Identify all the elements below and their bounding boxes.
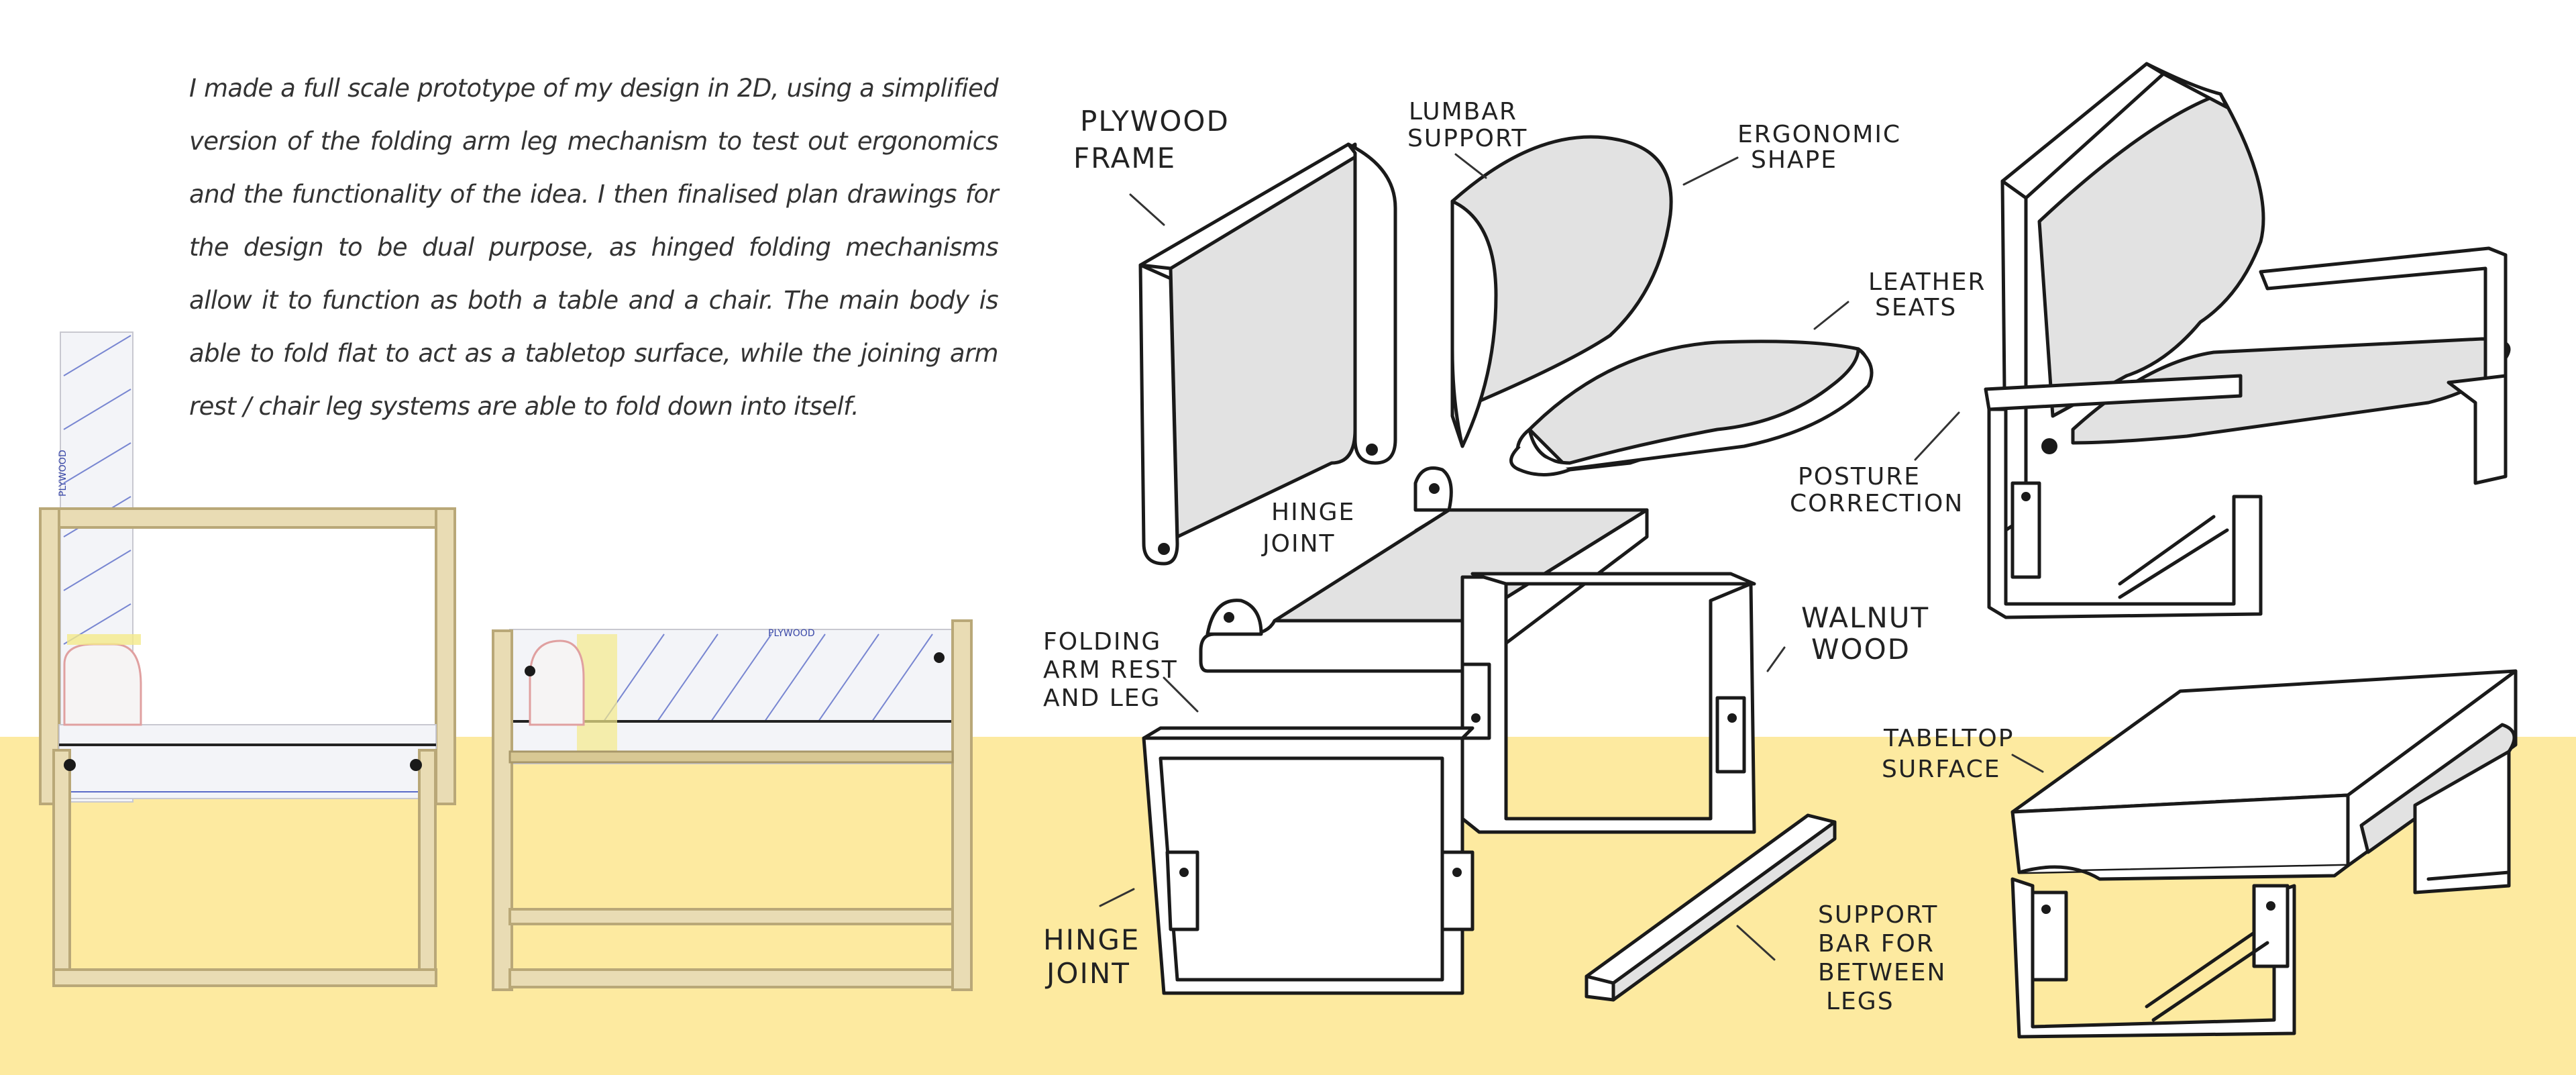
label-folding-arm-rest: FOLDING ARM REST AND LEG <box>1043 628 1178 712</box>
svg-text:ARM REST: ARM REST <box>1043 656 1178 684</box>
label-ergonomic-shape: ERGONOMIC SHAPE <box>1737 121 1901 174</box>
svg-text:FRAME: FRAME <box>1073 142 1176 174</box>
prototype-photo-open: PLYWOOD <box>492 619 973 991</box>
svg-text:BETWEEN: BETWEEN <box>1818 959 1946 986</box>
svg-text:SEATS: SEATS <box>1875 294 1957 321</box>
svg-text:SURFACE: SURFACE <box>1882 756 2001 783</box>
plan-label-vertical: PLYWOOD <box>58 450 68 497</box>
label-support-bar: SUPPORT BAR FOR BETWEEN LEGS <box>1818 901 1946 1015</box>
svg-text:LEGS: LEGS <box>1826 988 1894 1015</box>
sketch-leather-seat <box>1509 340 1874 476</box>
svg-text:SHAPE: SHAPE <box>1751 146 1837 174</box>
svg-text:TABELTOP: TABELTOP <box>1883 725 2014 752</box>
label-tabletop-surface: TABELTOP SURFACE <box>1882 725 2014 783</box>
svg-text:JOINT: JOINT <box>1261 530 1336 558</box>
label-hinge-joint-bottom: HINGE JOINT <box>1043 923 1140 990</box>
svg-text:JOINT: JOINT <box>1044 957 1130 990</box>
sketch-plywood-frame <box>1138 142 1397 566</box>
intro-paragraph: I made a full scale prototype of my desi… <box>189 74 999 421</box>
label-lumbar-support: LUMBAR SUPPORT <box>1407 98 1527 152</box>
sketch-walnut-leg-rear <box>1460 572 1756 834</box>
label-plywood-frame: PLYWOOD FRAME <box>1073 105 1230 174</box>
svg-text:CORRECTION: CORRECTION <box>1790 490 1964 517</box>
annotation-leaders <box>1099 153 2044 961</box>
svg-text:LUMBAR: LUMBAR <box>1409 98 1517 125</box>
svg-text:HINGE: HINGE <box>1271 499 1355 526</box>
svg-text:PLYWOOD: PLYWOOD <box>1080 105 1230 138</box>
label-walnut-wood: WALNUT WOOD <box>1801 601 1929 666</box>
prototype-photo-folded: PLYWOOD <box>39 331 456 987</box>
svg-text:POSTURE: POSTURE <box>1798 463 1921 491</box>
svg-text:WOOD: WOOD <box>1811 633 1911 666</box>
sketch-tabletop-mode <box>2010 669 2518 1039</box>
svg-text:HINGE: HINGE <box>1043 923 1140 956</box>
plan-label-horizontal: PLYWOOD <box>768 628 815 639</box>
svg-text:SUPPORT: SUPPORT <box>1407 125 1527 152</box>
svg-text:WALNUT: WALNUT <box>1801 601 1929 634</box>
svg-text:BAR FOR: BAR FOR <box>1818 930 1935 958</box>
svg-text:FOLDING: FOLDING <box>1043 628 1161 656</box>
svg-text:ERGONOMIC: ERGONOMIC <box>1737 121 1901 148</box>
label-hinge-joint-top: HINGE JOINT <box>1261 499 1355 558</box>
sketch-support-bar <box>1585 813 1837 1002</box>
sketch-assembled-chair <box>1984 62 2511 619</box>
sketch-seat-base <box>1199 466 1649 673</box>
svg-text:SUPPORT: SUPPORT <box>1818 901 1938 929</box>
label-leather-seats: LEATHER SEATS <box>1868 268 1986 321</box>
label-posture-correction: POSTURE CORRECTION <box>1790 463 1964 517</box>
sketch-folding-arm-rest <box>1142 726 1474 995</box>
svg-text:AND LEG: AND LEG <box>1043 684 1161 712</box>
prototype-cushion <box>63 643 142 726</box>
sketch-lumbar-backrest <box>1450 135 1673 448</box>
svg-text:LEATHER: LEATHER <box>1868 268 1986 296</box>
